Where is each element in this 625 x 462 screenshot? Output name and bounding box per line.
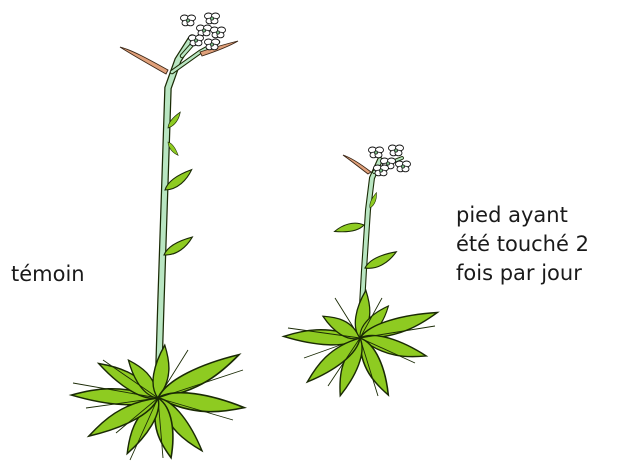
control-rosette [71,345,245,460]
flower [205,13,220,24]
flower [396,161,411,172]
flower [389,145,404,156]
cauline-leaf [363,252,398,269]
touched-label-line-3: fois par jour [456,259,589,288]
touched-plant-label: pied ayant été touché 2 fois par jour [456,201,589,288]
seed-pod [120,47,168,74]
touched-plant [283,145,439,399]
flower [205,39,220,50]
touched-seed-pods [343,155,371,174]
control-label: témoin [11,260,85,289]
seed-pod [343,155,371,174]
touched-rosette [283,290,439,399]
flower [197,25,212,36]
touched-label-line-1: pied ayant [456,201,589,230]
flower [181,15,196,26]
cauline-leaf [335,221,365,234]
control-stem [158,30,218,398]
touched-label-line-2: été touché 2 [456,230,589,259]
flower [369,147,384,158]
control-plant [71,13,245,460]
flower [189,35,204,46]
flower [211,27,226,38]
flower [374,165,389,176]
